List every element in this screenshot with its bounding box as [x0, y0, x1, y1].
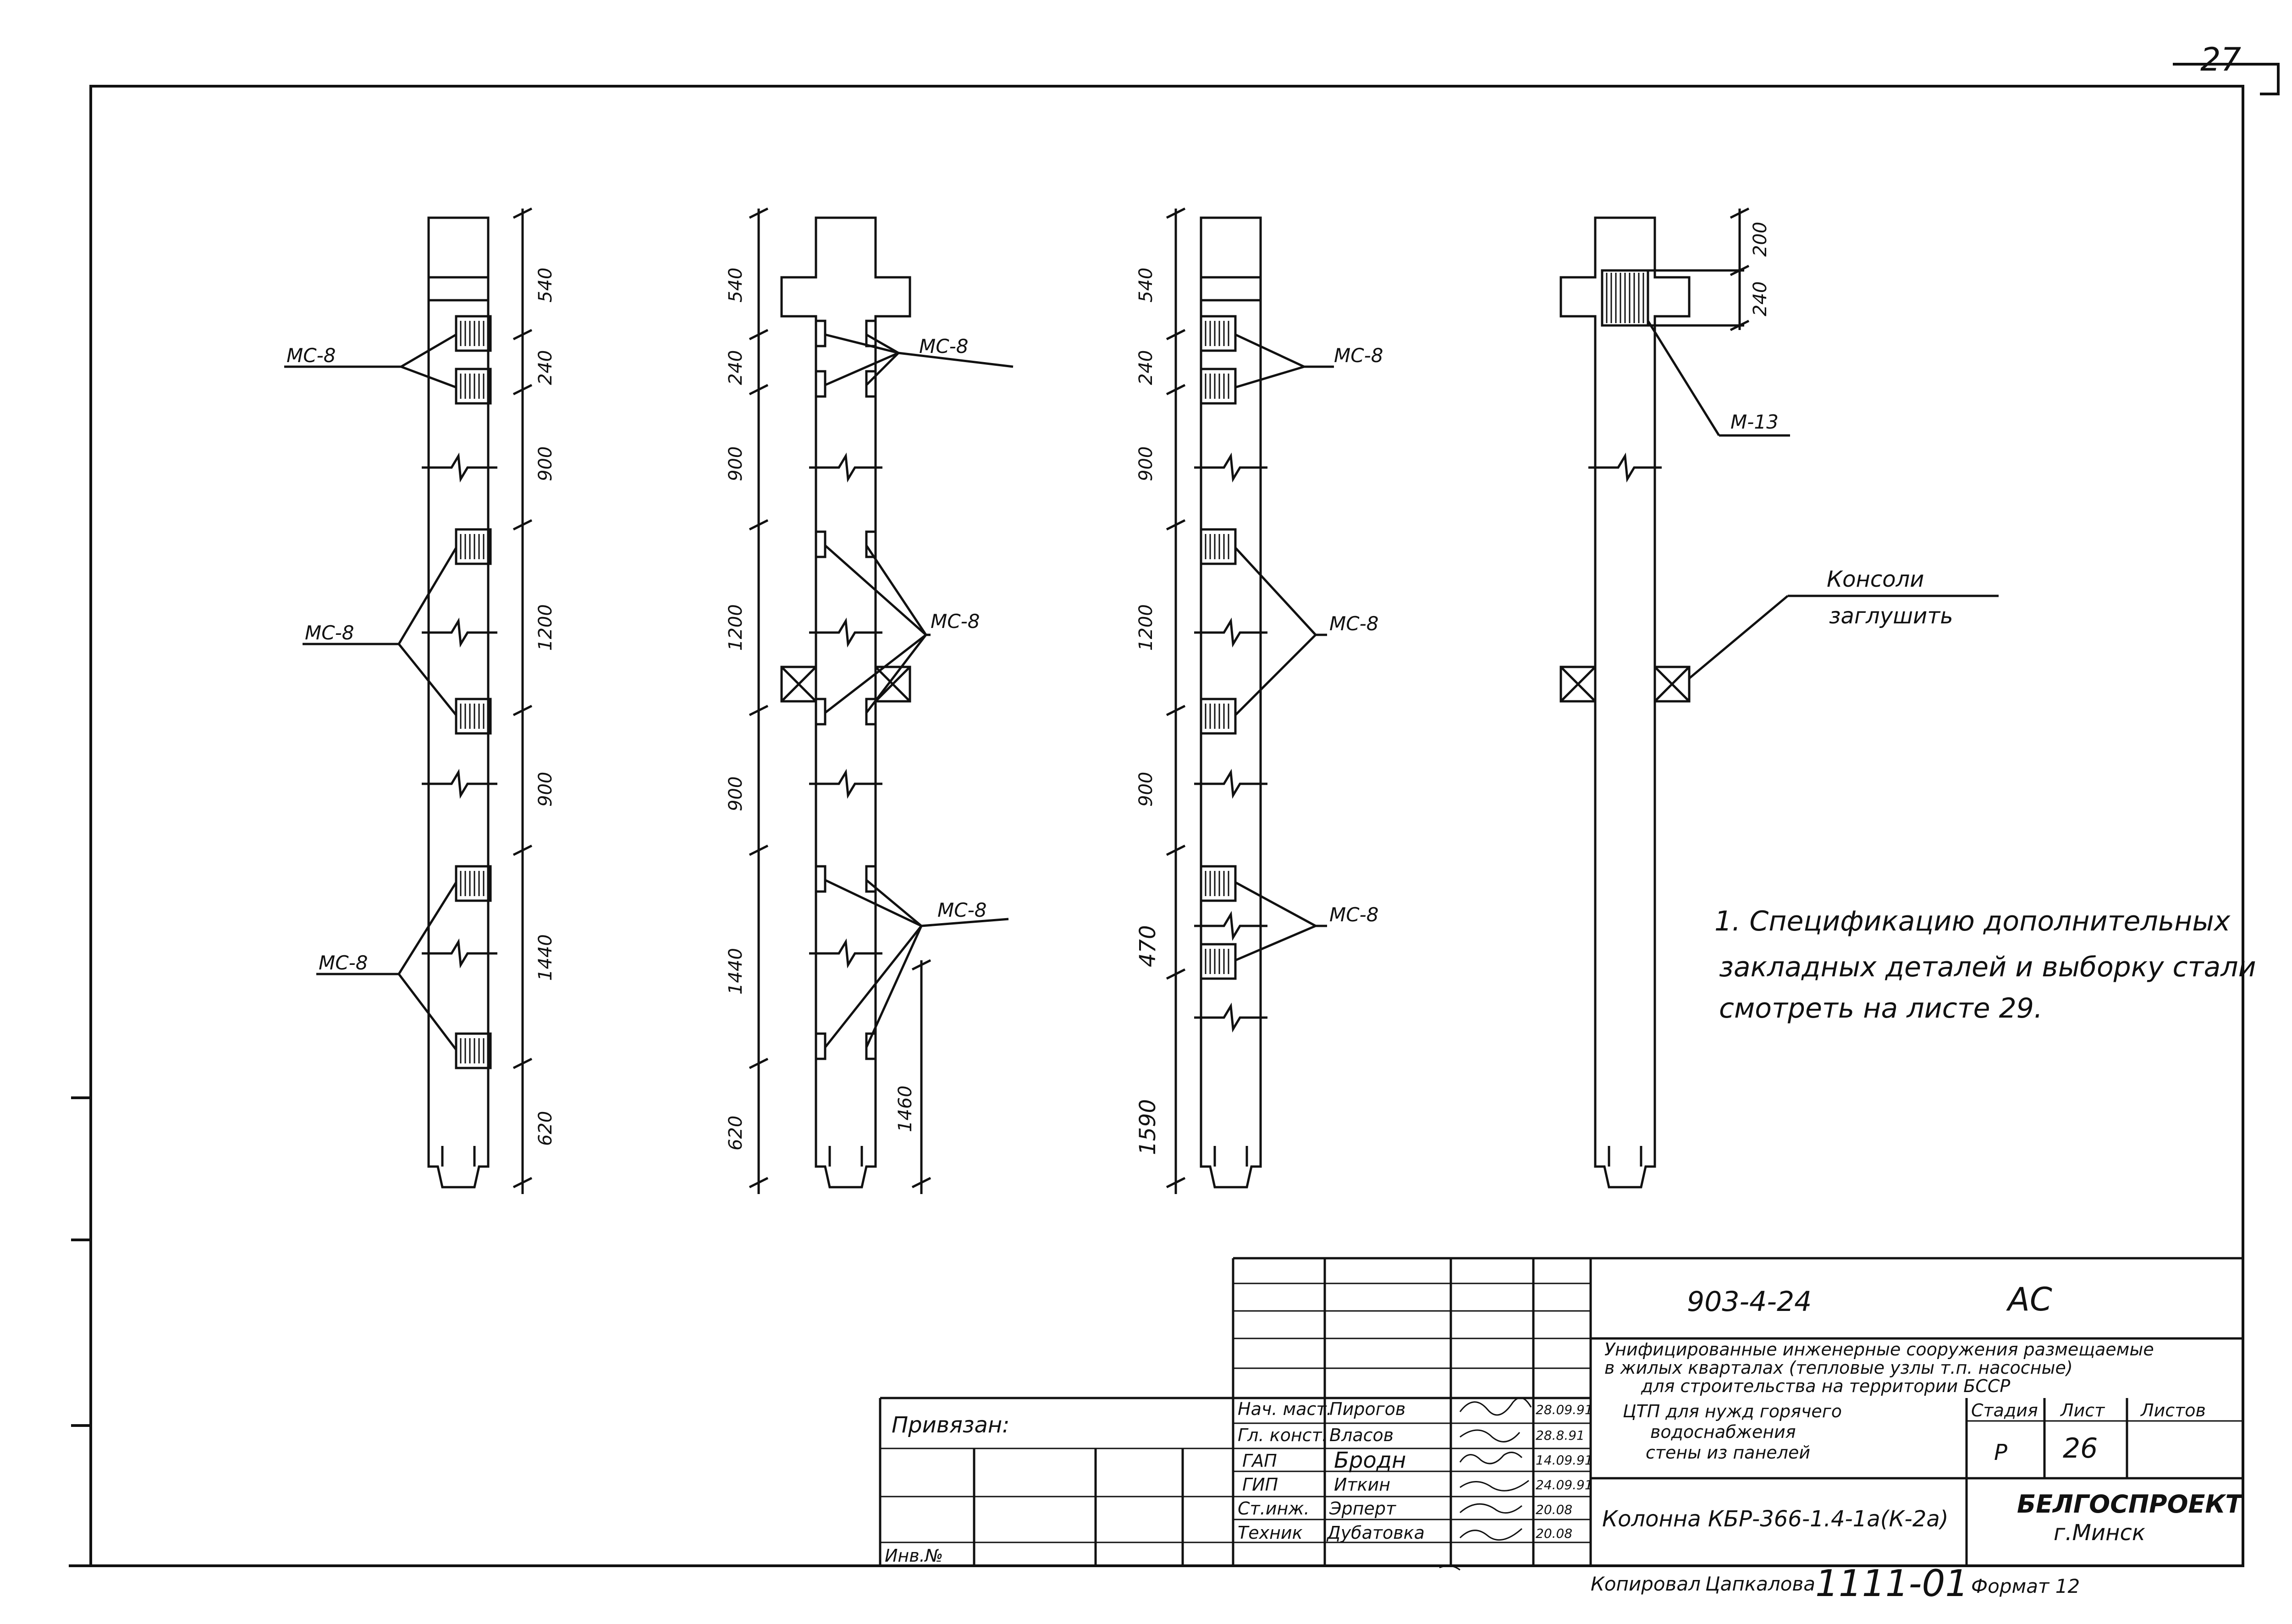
dim-label: 900	[535, 446, 556, 481]
organization: БЕЛГОСПРОЕКТ	[2017, 1490, 2242, 1519]
object-title-line-3: стены из панелей	[1646, 1442, 1811, 1463]
dim-label: 1200	[535, 604, 556, 651]
note-line-1: 1. Спецификацию дополнительных	[1714, 905, 2231, 937]
dim-label: 1460	[895, 1085, 916, 1132]
callout-consoles-line2: заглушить	[1829, 603, 1953, 629]
callout-mc8: МС-8	[1329, 903, 1379, 926]
dim-label: 470	[1135, 925, 1161, 967]
title-block-lines	[879, 1257, 2243, 1566]
sig-role: ГАП	[1242, 1451, 1277, 1471]
dim-label: 900	[535, 771, 556, 807]
sig-date: 14.09.91	[1536, 1453, 1593, 1468]
project-title-line-1: Унифицированные инженерные сооружения ра…	[1604, 1339, 2154, 1360]
sig-name: Бродн	[1334, 1448, 1406, 1473]
sig-date: 28.8.91	[1536, 1428, 1585, 1443]
dim-label: 900	[725, 446, 746, 481]
drawing-title: Колонна КБР-366-1.4-1а(К-2а)	[1602, 1506, 1949, 1532]
sig-name: Власов	[1329, 1425, 1394, 1445]
note-line-2: закладных деталей и выборку стали	[1719, 951, 2256, 983]
callout-mc8: МС-8	[937, 899, 987, 921]
note-line-3: смотреть на листе 29.	[1719, 992, 2043, 1024]
sig-date: 24.09.91	[1536, 1477, 1593, 1492]
sig-name: Пирогов	[1329, 1399, 1406, 1419]
callout-mc8: МС-8	[1334, 344, 1383, 367]
sig-role: Нач. маст.	[1238, 1399, 1332, 1419]
dim-label: 620	[725, 1115, 746, 1151]
title-block-thin-lines	[880, 1283, 2243, 1543]
column-3	[1166, 207, 1334, 1194]
copier-name: Цапкалова	[1705, 1573, 1815, 1595]
sig-role: ГИП	[1242, 1475, 1278, 1495]
sheet-value: 26	[2063, 1432, 2098, 1464]
sig-date: 20.08	[1536, 1502, 1573, 1517]
stage-label: Стадия	[1971, 1400, 2038, 1420]
sig-name: Иткин	[1334, 1475, 1391, 1495]
privyazan-label: Привязан:	[892, 1412, 1010, 1438]
callout-consoles-line1: Консоли	[1827, 567, 1924, 592]
sig-role: Гл. конст.	[1238, 1425, 1328, 1445]
signatures	[1439, 1397, 1532, 1571]
callout-mc8: МС-8	[319, 952, 368, 974]
callout-mc8: МС-8	[1329, 612, 1379, 635]
object-title-line-1: ЦТП для нужд горячего	[1623, 1401, 1842, 1421]
dim-label: 1590	[1135, 1099, 1161, 1155]
format-label: Формат 12	[1971, 1575, 2080, 1597]
sig-role: Техник	[1238, 1523, 1303, 1543]
inventory-label: Инв.№	[885, 1546, 943, 1566]
sig-name: Дубатовка	[1327, 1523, 1425, 1543]
column-4	[1559, 207, 1999, 1189]
dim-label: 900	[1135, 771, 1157, 807]
dim-label: 200	[1750, 221, 1771, 257]
sig-name: Эрперт	[1329, 1498, 1396, 1519]
dim-label: 540	[535, 267, 556, 303]
callout-mc8: МС-8	[305, 622, 354, 644]
dim-label: 240	[725, 350, 746, 385]
section-code: АС	[2008, 1281, 2052, 1318]
stage-value: Р	[1994, 1440, 2007, 1465]
sheets-label: Листов	[2141, 1400, 2206, 1420]
page-number: 27	[2200, 41, 2242, 78]
copied-label: Копировал	[1591, 1573, 1701, 1595]
sig-role: Ст.инж.	[1238, 1498, 1310, 1519]
dim-label: 900	[1135, 446, 1157, 481]
dim-label: 1200	[725, 604, 746, 651]
sig-date: 20.08	[1536, 1526, 1573, 1541]
project-title-line-2: в жилых кварталах (тепловые узлы т.п. на…	[1604, 1358, 2073, 1378]
callout-mc8: МС-8	[931, 610, 980, 633]
callout-mc8: МС-8	[286, 344, 336, 367]
sheet-frame	[89, 85, 2244, 1567]
dim-label: 1440	[535, 934, 556, 981]
dim-label: 240	[535, 350, 556, 385]
dim-label: 1200	[1135, 604, 1157, 651]
dim-label: 540	[1135, 267, 1157, 303]
callout-m13: М-13	[1730, 411, 1779, 433]
object-title-line-2: водоснабжения	[1650, 1422, 1796, 1442]
sig-date: 28.09.91	[1536, 1402, 1593, 1417]
column-2	[749, 207, 1014, 1194]
callout-mc8: МС-8	[919, 335, 969, 358]
dim-label: 540	[725, 267, 746, 303]
dim-label: 240	[1750, 281, 1771, 316]
sheet-label: Лист	[2061, 1400, 2105, 1420]
organization-city: г.Минск	[2054, 1520, 2145, 1546]
dim-label: 900	[725, 776, 746, 811]
dim-label: 240	[1135, 350, 1157, 385]
dim-label: 620	[535, 1111, 556, 1146]
doc-code: 903-4-24	[1687, 1286, 1812, 1318]
column-1	[284, 207, 533, 1194]
order-number: 1111-01	[1815, 1562, 1969, 1605]
dim-label: 1440	[725, 948, 746, 995]
project-title-line-3: для строительства на территории БССР	[1641, 1376, 2011, 1396]
